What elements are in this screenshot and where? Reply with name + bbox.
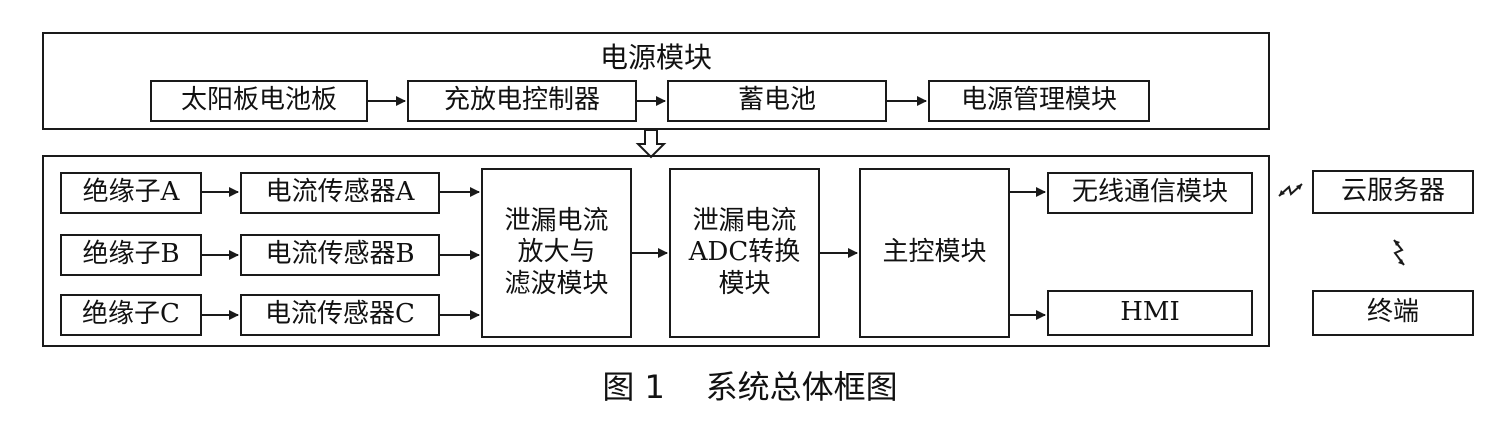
figure-caption: 图 1 系统总体框图 xyxy=(0,362,1500,408)
insulator-c-label: 绝缘子C xyxy=(82,299,180,330)
insulator-a-box: 绝缘子A xyxy=(60,172,202,214)
cloud-server-box: 云服务器 xyxy=(1312,170,1474,214)
insulator-c-box: 绝缘子C xyxy=(60,294,202,336)
hmi-box: HMI xyxy=(1047,290,1253,336)
cloud-server-label: 云服务器 xyxy=(1340,176,1445,207)
terminal-label: 终端 xyxy=(1366,297,1419,328)
wireless-link-icon-vertical xyxy=(1393,239,1405,266)
solar-panel-box: 太阳板电池板 xyxy=(150,80,368,122)
solar-panel-label: 太阳板电池板 xyxy=(180,85,337,116)
figure-title: 系统总体框图 xyxy=(705,368,898,406)
current-sensor-a-label: 电流传感器A xyxy=(265,177,415,208)
adc-line-3: 模块 xyxy=(718,268,771,299)
insulator-b-box: 绝缘子B xyxy=(60,234,202,276)
wireless-module-box: 无线通信模块 xyxy=(1047,172,1253,214)
figure-number: 图 1 xyxy=(602,368,665,406)
charge-controller-label: 充放电控制器 xyxy=(443,85,600,116)
adc-line-1: 泄漏电流 xyxy=(692,206,797,237)
insulator-b-label: 绝缘子B xyxy=(82,239,180,270)
terminal-box: 终端 xyxy=(1312,290,1474,336)
battery-label: 蓄电池 xyxy=(737,85,816,116)
monitoring-system-group xyxy=(42,155,1270,347)
current-sensor-c-label: 电流传感器C xyxy=(265,299,415,330)
power-management-label: 电源管理模块 xyxy=(960,85,1117,116)
power-module-group xyxy=(42,32,1270,130)
battery-box: 蓄电池 xyxy=(667,80,887,122)
current-sensor-b-label: 电流传感器B xyxy=(265,239,415,270)
current-sensor-c-box: 电流传感器C xyxy=(240,294,440,336)
amp-filter-line-3: 滤波模块 xyxy=(504,268,609,299)
power-module-title: 电源模块 xyxy=(599,41,712,74)
main-control-label: 主控模块 xyxy=(882,237,987,268)
amp-filter-line-2: 放大与 xyxy=(517,237,596,268)
adc-module-box: 泄漏电流 ADC转换 模块 xyxy=(669,168,820,338)
current-sensor-a-box: 电流传感器A xyxy=(240,172,440,214)
charge-controller-box: 充放电控制器 xyxy=(407,80,637,122)
adc-line-2: ADC转换 xyxy=(688,237,801,268)
power-supply-arrow xyxy=(635,129,667,159)
wireless-link-icon-horizontal xyxy=(1278,183,1303,197)
main-control-module-box: 主控模块 xyxy=(859,168,1010,338)
current-sensor-b-box: 电流传感器B xyxy=(240,234,440,276)
amp-filter-line-1: 泄漏电流 xyxy=(504,206,609,237)
insulator-a-label: 绝缘子A xyxy=(82,177,180,208)
wireless-module-label: 无线通信模块 xyxy=(1071,177,1228,208)
power-management-box: 电源管理模块 xyxy=(928,80,1150,122)
amp-filter-module-box: 泄漏电流 放大与 滤波模块 xyxy=(481,168,632,338)
hmi-label: HMI xyxy=(1120,297,1180,328)
